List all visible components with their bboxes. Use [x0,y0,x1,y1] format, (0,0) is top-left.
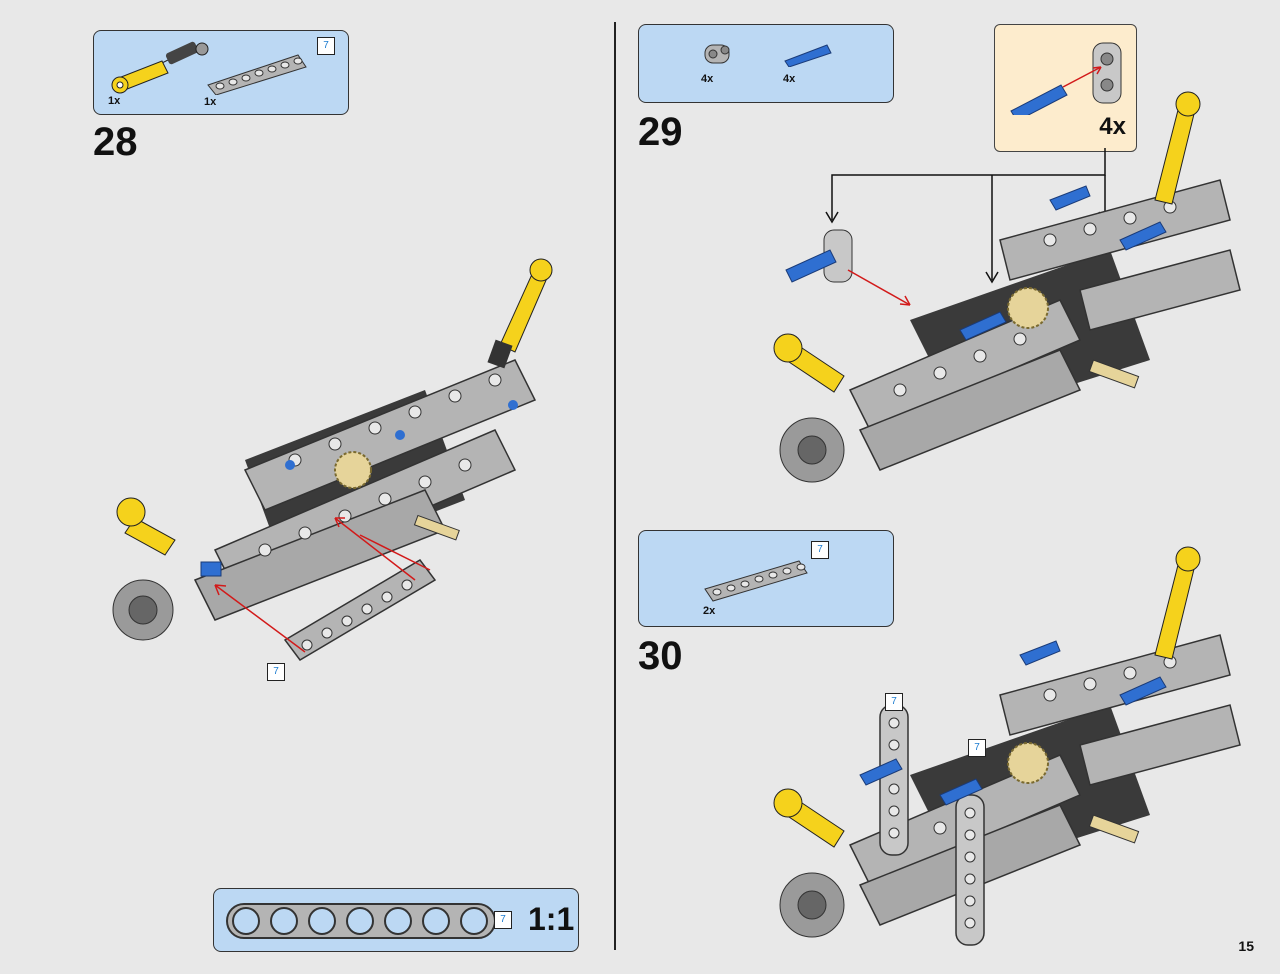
qty-label: 2x [703,605,716,617]
length-badge: 7 [494,911,512,929]
blue-pin-icon [784,44,832,67]
qty-label: 1x [108,95,121,107]
step-28-model-illustration [112,258,553,661]
qty-label: 1x [204,96,217,108]
step-30-model-illustration [773,546,1241,946]
parts-box-step-29: 4x 4x [638,24,894,103]
beam-7-scale-icon [226,903,496,939]
step-number: 28 [93,120,138,164]
beam-7-icon [207,54,307,95]
qty-label: 4x [701,73,714,85]
length-badge: 7 [968,739,986,757]
pin-into-connector-icon [1010,42,1122,115]
page-number: 15 [1238,938,1254,954]
qty-label: 4x [783,73,796,85]
beam-7-icon [704,560,808,602]
callout-qty: 4x [1099,113,1126,140]
parts-box-step-28: 1x 1x 7 [93,30,349,115]
length-badge: 7 [811,541,829,559]
length-badge: 7 [885,693,903,711]
gray-pin-connector-icon [704,44,730,64]
callout-box: 4x [994,24,1137,152]
scale-box: 7 1:1 [213,888,579,952]
length-badge: 7 [267,663,285,681]
scale-ratio: 1:1 [528,901,575,937]
length-badge: 7 [317,37,335,55]
parts-box-step-30: 2x 7 [638,530,894,627]
yellow-shock-part-icon [111,41,209,94]
step-number: 30 [638,634,683,678]
step-number: 29 [638,110,683,154]
page-divider [614,22,616,950]
step-29-model-illustration [773,91,1241,483]
